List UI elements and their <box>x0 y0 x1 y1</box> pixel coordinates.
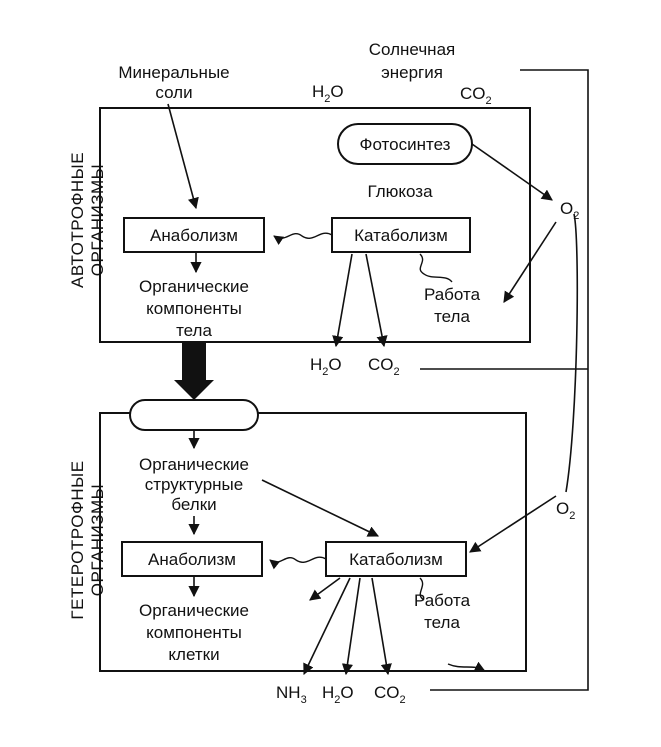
photosynthesis-to-o2-arrow <box>471 143 553 201</box>
auto-catabolism-to-co2-arrow <box>365 253 388 348</box>
hetero-proteins-label-2: структурные <box>145 475 243 494</box>
hetero-catabolism-to-anabolism-arrow <box>269 556 327 570</box>
hetero-catabolism-node <box>325 541 467 577</box>
svg-text:O2: O2 <box>556 499 575 522</box>
hetero-work-label-2: тела <box>424 613 460 632</box>
auto-catabolism-node <box>331 217 471 253</box>
o2-to-auto-work-arrow <box>503 221 557 303</box>
hetero-organic-label-1: Органические <box>139 601 249 620</box>
auto-catabolism-to-work-line <box>419 253 453 283</box>
hetero-catabolism-label: Катаболизм <box>349 550 443 569</box>
svg-text:H2O: H2O <box>312 82 344 105</box>
co2-return-loop-line <box>430 69 589 691</box>
nh3-back-arrow <box>309 577 341 601</box>
svg-text:ОРГАНИЗМЫ: ОРГАНИЗМЫ <box>88 484 107 596</box>
o2-node-top: O2 <box>560 199 579 222</box>
hetero-proteins-label-1: Органические <box>139 455 249 474</box>
catabolism-to-co2-arrow <box>371 577 392 676</box>
svg-text:CO2: CO2 <box>368 355 400 378</box>
hetero-out-h2o: H2O <box>322 683 354 706</box>
svg-text:H2O: H2O <box>310 355 342 378</box>
svg-text:NH3: NH3 <box>276 683 307 706</box>
transfer-thick-arrow <box>174 342 214 400</box>
svg-text:ОРГАНИЗМЫ: ОРГАНИЗМЫ <box>88 164 107 276</box>
o2-to-hetero-catabolism-arrow <box>469 495 557 553</box>
hetero-anabolism-node <box>121 541 263 577</box>
auto-anabolism-label: Анаболизм <box>150 226 238 245</box>
auto-catabolism-to-h2o-arrow <box>332 253 353 348</box>
auto-out-h2o: H2O <box>310 355 342 378</box>
auto-work-label-2: тела <box>434 307 470 326</box>
auto-anabolism-node <box>123 217 265 253</box>
mineral-salts-label-2: соли <box>155 83 192 102</box>
o2-descending-line <box>565 213 579 493</box>
photosynthesis-label: Фотосинтез <box>360 135 451 154</box>
svg-text:CO2: CO2 <box>374 683 406 706</box>
solar-energy-label-2: энергия <box>381 63 443 82</box>
heterotrophs-side-label: ГЕТЕРОТРОФНЫЕ ОРГАНИЗМЫ <box>68 460 107 619</box>
hetero-out-nh3: NH3 <box>276 683 307 706</box>
autotrophs-side-label: АВТОТРОФНЫЕ ОРГАНИЗМЫ <box>68 152 107 288</box>
svg-text:H2O: H2O <box>322 683 354 706</box>
auto-work-label-1: Работа <box>424 285 481 304</box>
catabolism-to-h2o-arrow <box>341 577 361 676</box>
hetero-catabolism-to-work-line <box>419 577 425 601</box>
catabolism-to-nh3-arrow <box>303 577 351 676</box>
hetero-organic-label-3: клетки <box>168 645 219 664</box>
auto-catabolism-to-anabolism-arrow <box>273 232 333 245</box>
hetero-proteins-label-3: белки <box>171 495 216 514</box>
glucose-label: Глюкоза <box>367 182 433 201</box>
svg-text:O2: O2 <box>560 199 579 222</box>
auto-organic-label-2: компоненты <box>146 299 242 318</box>
o2-node-bottom: O2 <box>556 499 575 522</box>
minerals-to-anabolism-arrow <box>167 103 199 210</box>
hetero-work-out-arrow <box>447 661 485 671</box>
top-h2o-formula: H2O <box>312 82 344 105</box>
svg-text:АВТОТРОФНЫЕ: АВТОТРОФНЫЕ <box>68 152 87 288</box>
svg-text:ГЕТЕРОТРОФНЫЕ: ГЕТЕРОТРОФНЫЕ <box>68 460 87 619</box>
mineral-salts-label-1: Минеральные <box>118 63 229 82</box>
top-co2-formula: CO2 <box>460 84 492 107</box>
hetero-out-co2: CO2 <box>374 683 406 706</box>
hetero-anabolism-label: Анаболизм <box>148 550 236 569</box>
auto-catabolism-label: Катаболизм <box>354 226 448 245</box>
intake-capsule <box>129 399 259 431</box>
auto-out-co2: CO2 <box>368 355 400 378</box>
hetero-organic-label-2: компоненты <box>146 623 242 642</box>
solar-energy-label-1: Солнечная <box>369 40 455 59</box>
svg-text:CO2: CO2 <box>460 84 492 107</box>
auto-organic-label-3: тела <box>176 321 212 340</box>
auto-organic-label-1: Органические <box>139 277 249 296</box>
hetero-work-label-1: Работа <box>414 591 471 610</box>
proteins-to-catabolism-arrow <box>261 479 380 537</box>
autotrophs-box <box>99 107 531 343</box>
